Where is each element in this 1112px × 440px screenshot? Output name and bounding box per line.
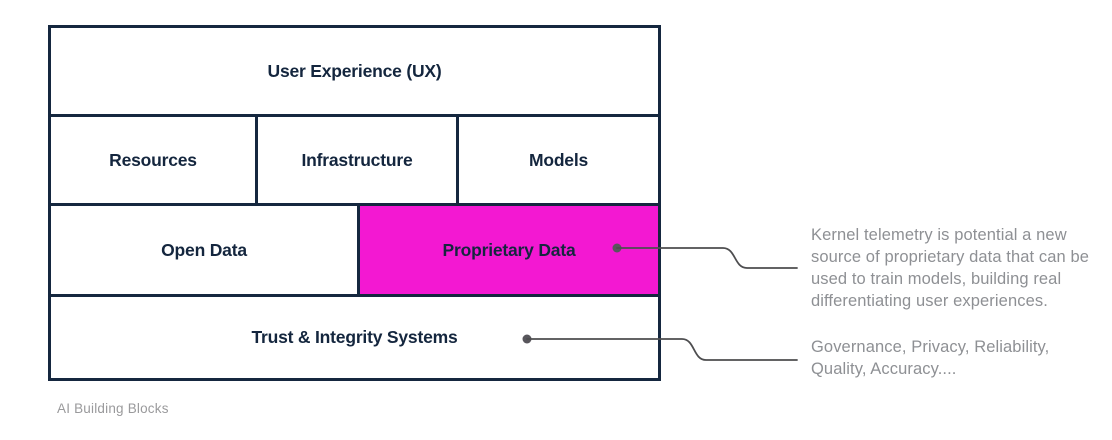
block-resources-label: Resources <box>109 149 197 170</box>
annotation-trust-integrity: Governance, Privacy, Reliability, Qualit… <box>811 336 1111 380</box>
block-models-label: Models <box>528 149 589 170</box>
annotation-line: Kernel telemetry is potential a new <box>811 226 1067 244</box>
block-infrastructure: Infrastructure <box>255 117 456 203</box>
block-trust-integrity-label: Trust & Integrity Systems <box>251 327 458 347</box>
block-proprietary-data-label: Proprietary Data <box>442 239 576 260</box>
row-data: Open Data Proprietary Data <box>51 203 658 294</box>
block-open-data-label: Open Data <box>161 239 247 260</box>
block-user-experience-label: User Experience (UX) <box>267 60 442 81</box>
annotation-proprietary-data: Kernel telemetry is potential a new sour… <box>811 224 1111 312</box>
block-proprietary-data: Proprietary Data <box>357 206 658 294</box>
block-trust-integrity: Trust & Integrity Systems <box>51 297 658 378</box>
block-infrastructure-label: Infrastructure <box>301 149 413 170</box>
block-user-experience: User Experience (UX) <box>51 28 658 114</box>
row-user-experience: User Experience (UX) <box>51 28 658 114</box>
block-resources: Resources <box>51 117 255 203</box>
annotation-line: Quality, Accuracy.... <box>811 360 957 378</box>
row-resources-infrastructure-models: Resources Infrastructure Models <box>51 114 658 203</box>
block-open-data: Open Data <box>51 206 357 294</box>
annotation-line: used to train models, building real <box>811 270 1062 288</box>
annotation-line: Governance, Privacy, Reliability, <box>811 338 1050 356</box>
annotation-line: differentiating user experiences. <box>811 292 1048 310</box>
annotation-line: source of proprietary data that can be <box>811 248 1090 266</box>
row-trust-integrity: Trust & Integrity Systems <box>51 294 658 378</box>
diagram-stack: User Experience (UX) Resources Infrastru… <box>48 25 661 381</box>
diagram-caption: AI Building Blocks <box>57 401 169 416</box>
block-models: Models <box>456 117 658 203</box>
